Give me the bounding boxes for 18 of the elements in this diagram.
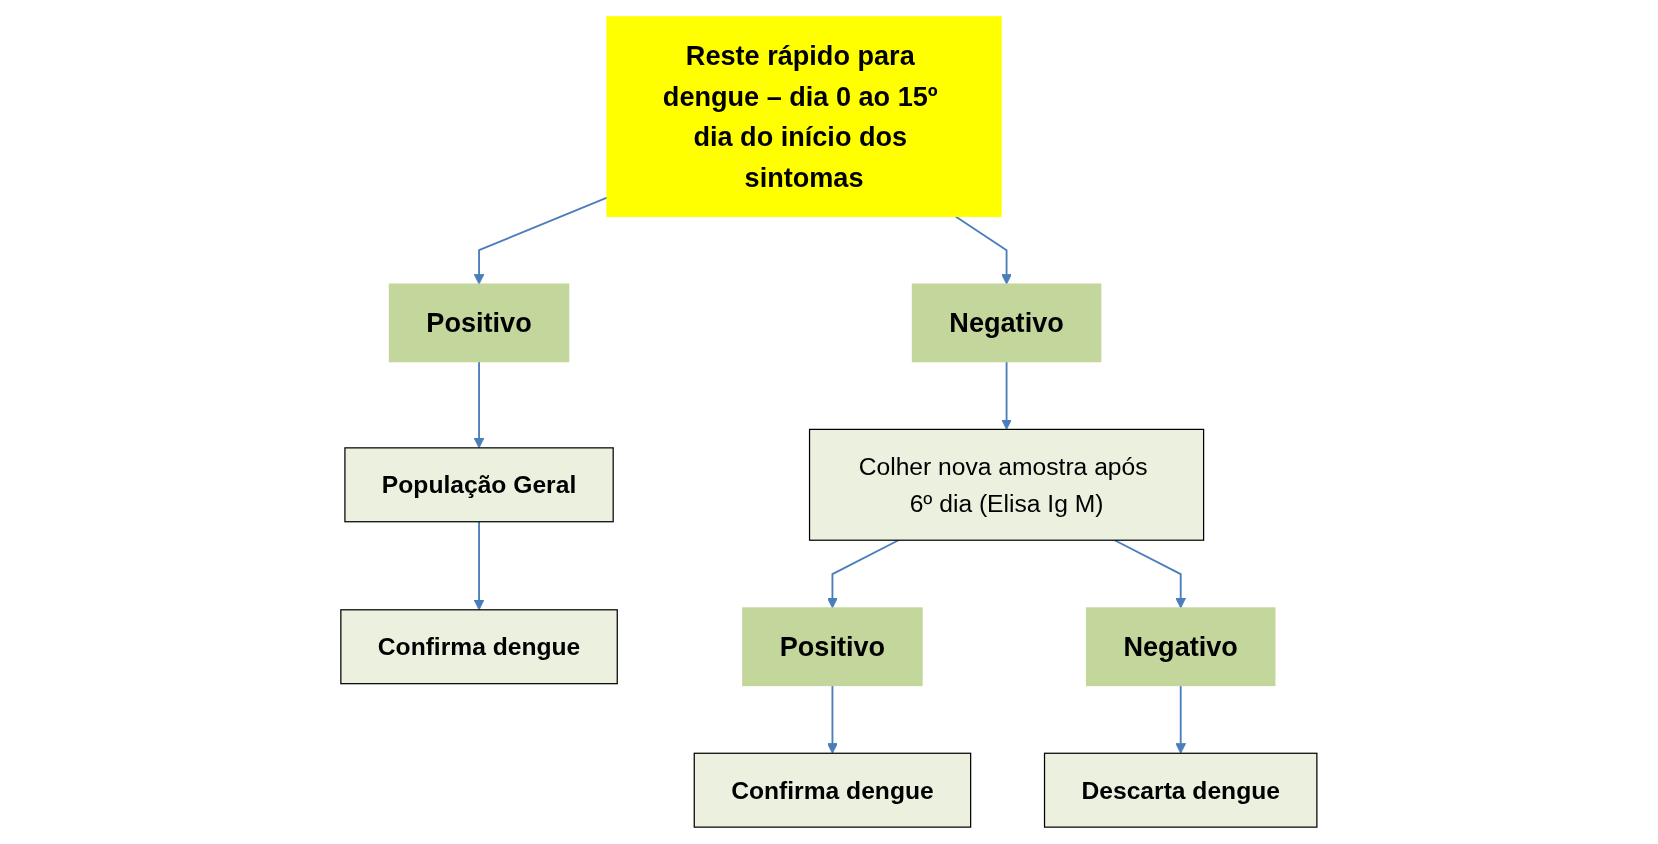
node-box: Descarta dengue <box>1044 752 1318 828</box>
arrow <box>1001 360 1013 430</box>
arrow <box>954 215 1013 285</box>
arrow <box>1175 684 1187 754</box>
node-box: Colher nova amostra após 6º dia (Elisa Ig M) <box>809 428 1205 541</box>
node-box: Negativo <box>1086 607 1276 687</box>
arrow <box>473 520 485 611</box>
arrow <box>1113 539 1187 609</box>
arrow <box>473 360 485 449</box>
arrow <box>827 684 838 754</box>
node-box: População Geral <box>344 447 614 523</box>
node-box: Negativo <box>911 283 1102 363</box>
node-box: Positivo <box>388 283 570 363</box>
node-box: Reste rápido para dengue – dia 0 ao 15º dia do início dos sintomas <box>606 16 1002 217</box>
node-box: Confirma dengue <box>693 752 972 828</box>
node-box: Positivo <box>742 607 923 687</box>
node-box: Confirma dengue <box>340 609 618 685</box>
arrow <box>827 539 900 609</box>
